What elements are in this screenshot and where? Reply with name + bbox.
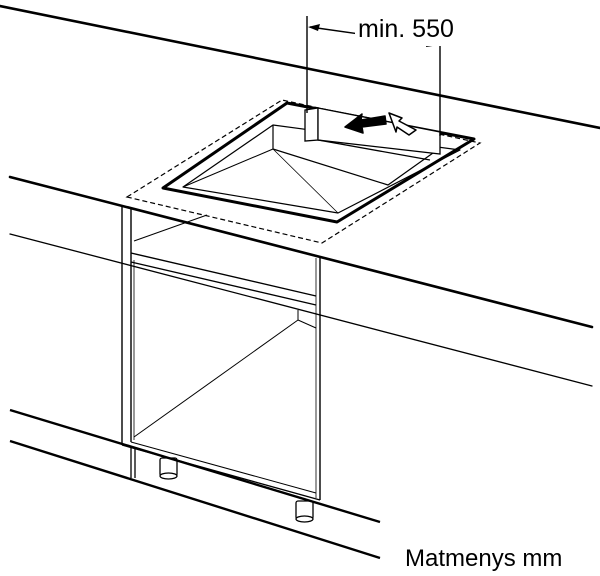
hob-dashed-outline	[125, 99, 482, 244]
worktop-cutout	[161, 101, 476, 224]
airflow-arrow-left	[344, 113, 387, 134]
leg-front-right-base	[295, 515, 314, 523]
worktop-front-top-edge	[8, 175, 594, 329]
units-caption: Matmenys mm	[405, 545, 562, 572]
cabinet-bottom-inner	[130, 441, 317, 494]
rear-panel	[304, 107, 441, 161]
rear-panel-top	[317, 107, 441, 155]
dimension-label-backing	[355, 12, 470, 46]
dimension-arrowhead-left	[308, 24, 320, 31]
cabinet-rail-back	[133, 214, 208, 242]
cutout-back-wall	[272, 125, 441, 186]
rear-panel-edge	[317, 139, 431, 161]
airflow-arrow-right	[388, 112, 417, 136]
worktop	[0, 4, 600, 387]
cutout-floor-front	[272, 148, 339, 214]
cabinet-back-right-2	[297, 319, 317, 329]
leg-front-left-base	[159, 472, 178, 480]
worktop-front-bottom-edge	[9, 233, 593, 387]
dimension-label: min. 550	[358, 15, 454, 43]
plinth-bottom	[9, 439, 381, 560]
cabinet-back-top	[133, 319, 299, 438]
floor-lines	[9, 257, 593, 560]
cabinet-rail-top	[130, 252, 317, 297]
base-cabinet	[121, 205, 321, 501]
floor-line-right	[319, 257, 593, 329]
plinth-top	[9, 408, 381, 524]
airflow-arrow-icon	[344, 112, 417, 136]
cutout-outer-edge	[161, 101, 476, 224]
cabinet-rail-bottom	[130, 261, 317, 306]
worktop-back-edge	[0, 4, 600, 130]
cutout-inner-edge	[182, 124, 461, 214]
cabinet-legs	[130, 448, 314, 523]
cutout-floor-edge	[182, 148, 274, 188]
